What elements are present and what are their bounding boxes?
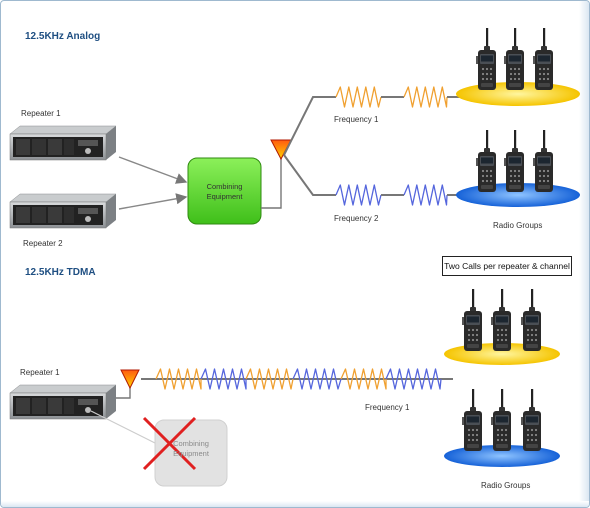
faded-combining-line1: Combining bbox=[173, 439, 209, 448]
repeater-2-label: Repeater 2 bbox=[23, 239, 63, 248]
frequency-2-label: Frequency 2 bbox=[334, 214, 379, 223]
tdma-radio-groups-label: Radio Groups bbox=[481, 481, 531, 490]
combining-equipment-label: Combining Equipment bbox=[188, 182, 261, 202]
frame-shade-right bbox=[579, 1, 589, 507]
radio-icon bbox=[504, 28, 524, 90]
radio-icon bbox=[476, 130, 496, 192]
wave-segment bbox=[335, 184, 382, 206]
combining-equipment-box bbox=[187, 157, 262, 225]
tdma-antenna-line bbox=[116, 384, 131, 399]
wave-segment bbox=[245, 368, 294, 390]
wave-segment bbox=[155, 368, 202, 390]
radio-icon bbox=[533, 130, 553, 192]
frame-shade-bottom bbox=[1, 501, 589, 507]
wave-segment bbox=[200, 368, 247, 390]
branch-line-1 bbox=[283, 96, 336, 156]
faded-link-line bbox=[90, 410, 162, 447]
frequency-1-wave bbox=[335, 86, 463, 108]
faded-combining-line2: Equipment bbox=[173, 449, 209, 458]
tdma-antenna-icon bbox=[120, 369, 140, 390]
repeater-2-rack bbox=[9, 193, 117, 229]
arrow-repeater-1 bbox=[118, 156, 188, 184]
radio-groups-label: Radio Groups bbox=[493, 221, 543, 230]
radio-icon bbox=[521, 389, 541, 451]
branch-line-2 bbox=[283, 154, 336, 196]
callout-box: Two Calls per repeater & channel bbox=[442, 256, 572, 276]
tdma-frequency-1-label: Frequency 1 bbox=[365, 403, 410, 412]
arrow-repeater-2 bbox=[118, 193, 188, 210]
wave-segment bbox=[403, 184, 448, 206]
radio-icon bbox=[521, 289, 541, 351]
repeater-1-label: Repeater 1 bbox=[21, 109, 61, 118]
radio-icon bbox=[462, 389, 482, 451]
radio-icon bbox=[533, 28, 553, 90]
radio-icon bbox=[491, 289, 511, 351]
radio-icon bbox=[491, 389, 511, 451]
tdma-frequency-1-wave bbox=[155, 368, 442, 390]
wave-segment bbox=[335, 86, 382, 108]
tdma-repeater-1-label: Repeater 1 bbox=[20, 368, 60, 377]
radio-icon bbox=[462, 289, 482, 351]
combining-equipment-line2: Equipment bbox=[206, 192, 243, 201]
tdma-section-title: 12.5KHz TDMA bbox=[25, 267, 96, 278]
wave-segment bbox=[292, 368, 342, 390]
frequency-1-label: Frequency 1 bbox=[334, 115, 379, 124]
antenna-icon bbox=[270, 139, 292, 161]
radio-icon bbox=[504, 130, 524, 192]
repeater-1-rack bbox=[9, 125, 117, 161]
cross-icon bbox=[142, 416, 197, 471]
tdma-repeater-1-rack bbox=[9, 384, 117, 420]
radio-icon bbox=[476, 28, 496, 90]
wave-segment bbox=[385, 368, 442, 390]
combining-equipment-line1: Combining bbox=[206, 182, 243, 191]
analog-section-title: 12.5KHz Analog bbox=[25, 31, 101, 42]
wave-segment bbox=[403, 86, 448, 108]
faded-combining-equipment-label: Combining Equipment bbox=[155, 439, 227, 459]
wave-segment bbox=[340, 368, 387, 390]
combiner-antenna-line bbox=[261, 156, 282, 209]
frequency-2-wave bbox=[335, 184, 463, 206]
